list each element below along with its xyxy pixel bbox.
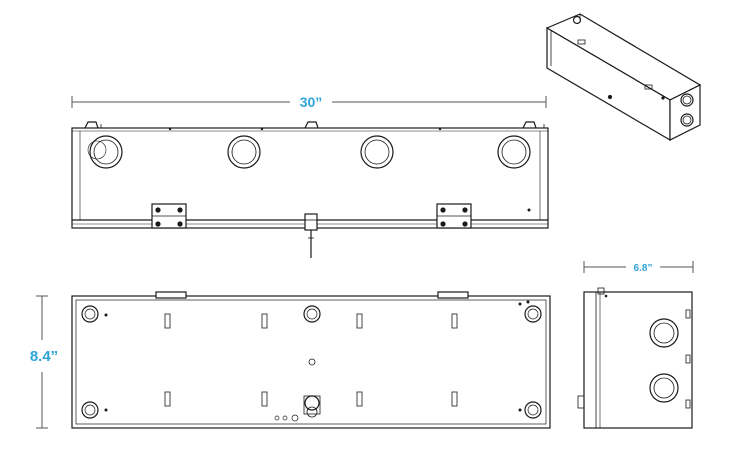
iso-side-knockout xyxy=(680,113,694,127)
side-view-knockout xyxy=(649,318,679,348)
isometric-view xyxy=(545,13,702,142)
top-view-knockouts xyxy=(87,135,531,169)
width-dimension-line xyxy=(71,96,547,108)
iso-hinge xyxy=(577,39,586,45)
depth-dimension-line xyxy=(583,261,694,273)
iso-side-knockout xyxy=(680,93,694,107)
front-view-body xyxy=(71,295,551,429)
front-view-latch xyxy=(274,395,321,422)
top-view-body xyxy=(71,127,549,229)
front-view xyxy=(36,291,551,429)
top-view xyxy=(71,96,549,258)
top-view-hinge-left xyxy=(151,203,187,229)
iso-hinge xyxy=(644,84,653,90)
height-dimension-label: 8.4” xyxy=(30,348,58,365)
side-view xyxy=(577,261,694,429)
top-view-latch xyxy=(304,213,318,258)
depth-dimension-label: 6.8” xyxy=(634,263,653,274)
front-view-slots xyxy=(164,313,458,407)
width-dimension-label: 30” xyxy=(300,94,323,110)
iso-top-knockout xyxy=(572,15,582,25)
front-view-mounting-holes xyxy=(81,305,542,419)
side-view-knockout xyxy=(649,373,679,403)
height-dimension-line xyxy=(36,295,48,429)
top-view-hinge-right xyxy=(436,203,472,229)
side-view-body xyxy=(583,291,693,429)
